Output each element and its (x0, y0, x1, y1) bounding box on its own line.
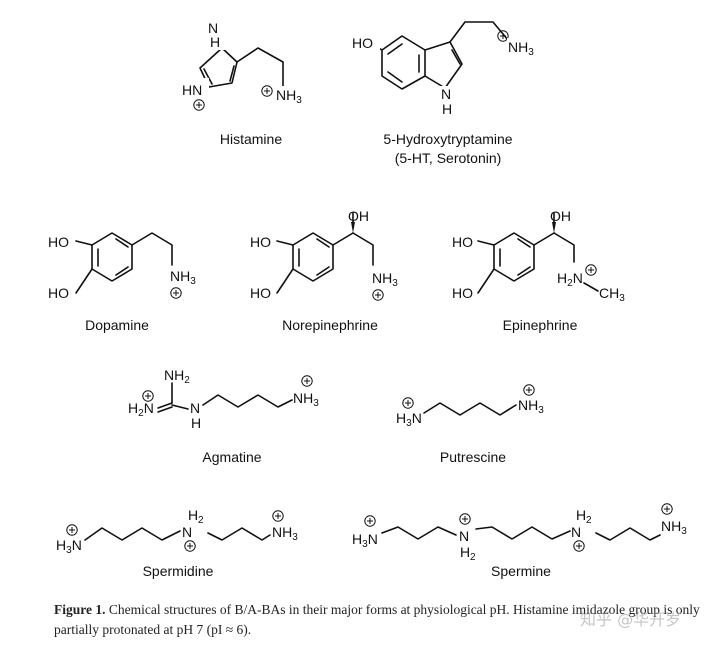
dopamine-structure: HO HO NH3 Dopamine (48, 232, 204, 333)
svg-text:2: 2 (470, 552, 476, 563)
svg-text:N: N (182, 524, 192, 540)
imidazole-ring (199, 47, 238, 88)
svg-text:HO: HO (452, 234, 473, 250)
caption-text: Chemical structures of B/A-BAs in their … (54, 602, 700, 637)
compound-name-putrescine: Putrescine (440, 449, 506, 465)
svg-text:N: N (571, 524, 581, 540)
positive-charge-icon (272, 510, 284, 522)
svg-text:N: N (190, 400, 200, 416)
double-bond (203, 68, 213, 85)
svg-text:NH3: NH3 (372, 270, 398, 289)
atom-label: N (208, 20, 218, 36)
serotonin-structure: HO N H NH3 5-Hydroxytryptamine (5-HT, Se… (350, 21, 541, 166)
compound-name-serotonin: 5-Hydroxytryptamine (383, 131, 512, 147)
svg-text:H: H (460, 544, 470, 560)
svg-text:NH3: NH3 (293, 390, 319, 409)
positive-charge-icon (573, 540, 585, 552)
compound-name-histamine: Histamine (220, 131, 282, 147)
svg-text:2: 2 (198, 515, 204, 526)
svg-text:NH3: NH3 (508, 39, 534, 58)
svg-text:N: N (459, 528, 469, 544)
positive-charge-icon (261, 85, 273, 97)
svg-text:H: H (191, 415, 201, 431)
atom-label: H (210, 34, 220, 50)
svg-text:H: H (188, 507, 198, 523)
putrescine-structure: H3N NH3 Putrescine (396, 384, 544, 465)
svg-text:H3N: H3N (396, 410, 422, 429)
positive-charge-icon (372, 289, 384, 301)
positive-charge-icon (184, 540, 196, 552)
watermark: 知乎 @华开岁 (580, 610, 682, 629)
svg-text:HO: HO (48, 234, 69, 250)
svg-text:OH: OH (348, 208, 369, 224)
svg-text:HO: HO (48, 285, 69, 301)
compound-name-serotonin-alt: (5-HT, Serotonin) (395, 150, 502, 166)
svg-text:NH3: NH3 (661, 518, 687, 537)
svg-text:H2N: H2N (557, 270, 583, 289)
svg-text:HO: HO (250, 234, 271, 250)
svg-text:HO: HO (452, 285, 473, 301)
compound-name-norepinephrine: Norepinephrine (282, 317, 378, 333)
positive-charge-icon (523, 384, 535, 396)
compound-name-agmatine: Agmatine (202, 449, 261, 465)
svg-text:NH2: NH2 (164, 367, 190, 386)
spermine-structure: H3N N H 2 H 2 N NH3 Spermine (352, 503, 687, 579)
compound-name-spermidine: Spermidine (143, 563, 214, 579)
svg-text:NH3: NH3 (518, 397, 544, 416)
positive-charge-icon (497, 30, 509, 42)
positive-charge-icon (170, 287, 182, 299)
compound-name-spermine: Spermine (491, 563, 551, 579)
epinephrine-structure: HO HO OH H2N CH3 Epinephrine (452, 208, 625, 333)
positive-charge-icon (661, 503, 673, 515)
positive-charge-icon (585, 264, 597, 276)
compound-name-epinephrine: Epinephrine (503, 317, 578, 333)
svg-text:NH3: NH3 (276, 87, 302, 106)
positive-charge-icon (402, 397, 414, 409)
atom-label: HN (182, 82, 202, 98)
svg-text:H: H (576, 507, 586, 523)
double-bond (229, 65, 235, 82)
spermidine-structure: H3N H 2 N NH3 Spermidine (56, 507, 298, 579)
svg-text:HO: HO (250, 285, 271, 301)
svg-text:N: N (441, 86, 451, 102)
compound-name-dopamine: Dopamine (85, 317, 149, 333)
svg-text:HO: HO (352, 35, 373, 51)
positive-charge-icon (459, 513, 471, 525)
norepinephrine-structure: HO HO OH NH3 Norepinephrine (250, 208, 406, 333)
svg-text:H3N: H3N (56, 537, 82, 556)
svg-text:2: 2 (586, 515, 592, 526)
svg-text:H3N: H3N (352, 531, 378, 550)
svg-text:OH: OH (550, 208, 571, 224)
svg-text:CH3: CH3 (599, 285, 625, 304)
positive-charge-icon (66, 524, 78, 536)
histamine-structure: H N HN NH3 Histamine (181, 20, 307, 147)
svg-text:H: H (442, 101, 452, 117)
svg-text:NH3: NH3 (272, 524, 298, 543)
caption-label: Figure 1. (54, 602, 106, 617)
positive-charge-icon (364, 515, 376, 527)
agmatine-structure: NH2 H2N N H NH3 Agmatine (128, 367, 319, 465)
figure-caption: Figure 1. Chemical structures of B/A-BAs… (54, 600, 704, 640)
positive-charge-icon (193, 99, 205, 111)
svg-text:H2N: H2N (128, 400, 154, 419)
positive-charge-icon (301, 375, 313, 387)
svg-text:NH3: NH3 (170, 268, 196, 287)
